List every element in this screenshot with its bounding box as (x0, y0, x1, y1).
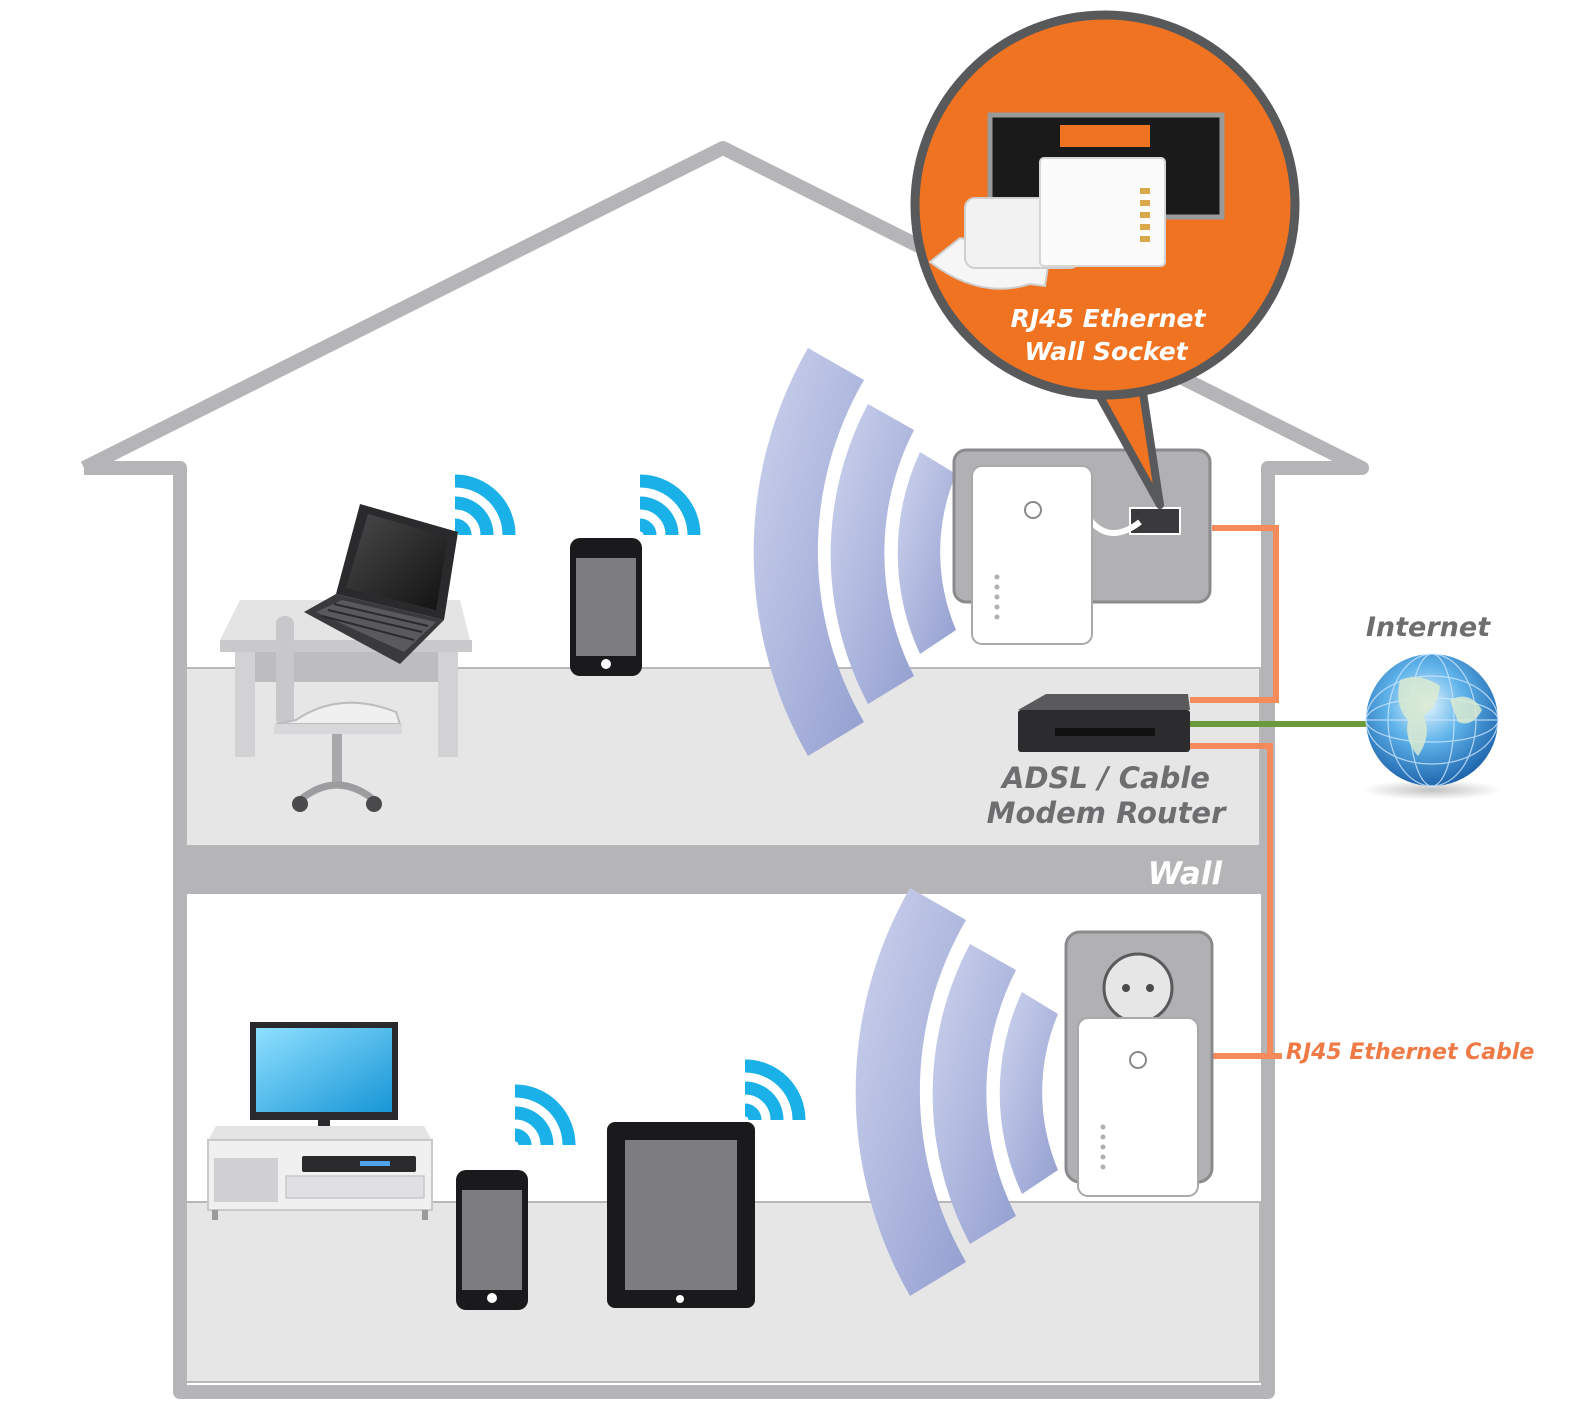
set-top-box-icon (302, 1156, 416, 1172)
powerline-adapter-icon (1077, 1017, 1199, 1197)
modem-label-line2: Modem Router (987, 796, 1228, 830)
tv-monitor-icon (250, 1022, 398, 1136)
modem-label-line1: ADSL / Cable (1000, 761, 1210, 795)
wall-label: Wall (1148, 856, 1223, 892)
wall-socket-label-line2: Wall Socket (1024, 337, 1188, 366)
smartphone-icon (456, 1170, 528, 1310)
wall-band (180, 846, 1268, 894)
rj45-callout: RJ45 Ethernet Wall Socket (910, 10, 1300, 509)
rj45-plug-icon (928, 157, 1166, 290)
globe-icon (1362, 653, 1502, 800)
ethernet-cable-label: RJ45 Ethernet Cable (1286, 1040, 1534, 1065)
wall-socket-label-line1: RJ45 Ethernet (1011, 304, 1207, 333)
laptop-icon (304, 504, 458, 664)
internet-label: Internet (1366, 612, 1491, 643)
wifi-signal-icon (454, 474, 806, 1146)
wifi-large-lower (855, 888, 1058, 1296)
tv-stand-icon (207, 1126, 433, 1220)
powerline-adapter-icon (971, 465, 1093, 645)
smartphone-icon (570, 538, 642, 676)
ethernet-cable (1190, 525, 1282, 1059)
modem-router-icon (1018, 694, 1190, 752)
tablet-icon (607, 1122, 755, 1308)
office-chair-icon (274, 616, 402, 812)
wifi-large-upper (753, 348, 956, 756)
